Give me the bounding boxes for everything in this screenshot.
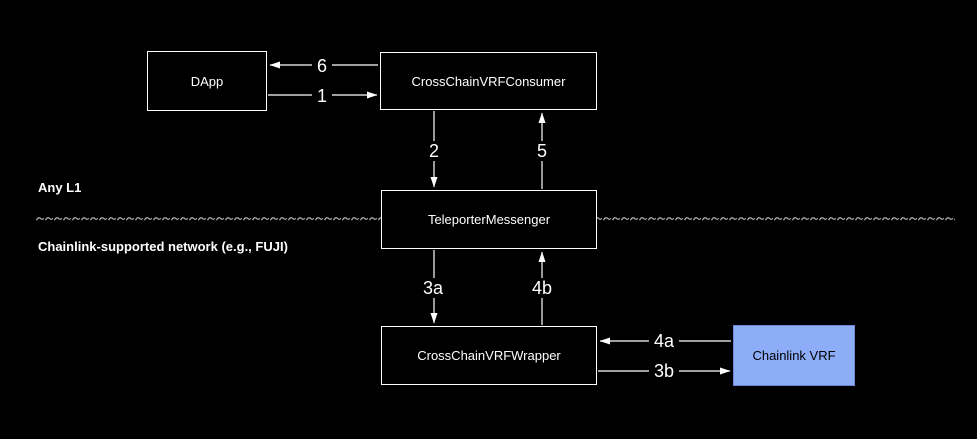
- node-chainlink-vrf-label: Chainlink VRF: [752, 348, 836, 363]
- arrow-label-step4b: 4b: [526, 278, 558, 298]
- node-dapp-label: DApp: [190, 73, 224, 89]
- arrow-label-step3b: 3b: [648, 361, 680, 381]
- node-teleporter-messenger: TeleporterMessenger: [381, 190, 597, 249]
- node-dapp: DApp: [147, 51, 267, 111]
- node-crosschain-vrf-wrapper-label: CrossChainVRFWrapper: [417, 348, 561, 363]
- node-crosschain-vrf-consumer: CrossChainVRFConsumer: [380, 52, 597, 110]
- arrow-label-step1: 1: [311, 86, 333, 106]
- node-crosschain-vrf-consumer-label: CrossChainVRFConsumer: [411, 73, 566, 89]
- arrow-label-step3a: 3a: [417, 278, 449, 298]
- region-label-chainlink-network: Chainlink-supported network (e.g., FUJI): [38, 239, 288, 254]
- arrow-label-step4a: 4a: [648, 331, 680, 351]
- region-label-any-l1: Any L1: [38, 180, 82, 195]
- arrow-label-step5: 5: [531, 141, 553, 161]
- node-chainlink-vrf: Chainlink VRF: [733, 325, 855, 386]
- node-teleporter-messenger-label: TeleporterMessenger: [427, 212, 551, 227]
- node-crosschain-vrf-wrapper: CrossChainVRFWrapper: [381, 326, 597, 385]
- arrow-label-step6: 6: [311, 56, 333, 76]
- arrow-label-step2: 2: [423, 141, 445, 161]
